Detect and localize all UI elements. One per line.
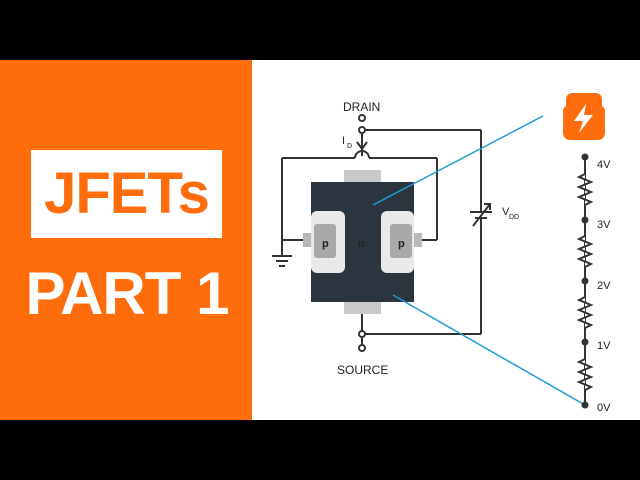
source-lead (358, 314, 481, 352)
ground-icon (272, 255, 292, 267)
jfet-diagram: p n p DRAIN SOURCE I D V DD (272, 93, 611, 414)
subtitle: PART 1 (25, 260, 230, 327)
jfet-device: p n p (303, 170, 422, 314)
drain-contact (344, 170, 381, 182)
title-panel: JFETs PART 1 (0, 60, 252, 420)
drain-lead (358, 114, 481, 180)
supply-label: V (502, 206, 510, 218)
gate-left-label: p (322, 238, 329, 250)
voltage-label-1v: 1V (597, 340, 611, 352)
drain-label: DRAIN (343, 100, 380, 114)
current-label: I (342, 135, 345, 147)
source-label: SOURCE (337, 363, 388, 377)
video-thumbnail: JFETs PART 1 (0, 60, 640, 420)
current-label-subscript: D (347, 143, 352, 150)
lightning-bolt-icon (563, 93, 605, 140)
voltage-label-0v: 0V (597, 402, 611, 414)
variable-battery-icon (470, 130, 492, 334)
voltage-scale-labels: 4V 3V 2V 1V 0V (597, 159, 611, 414)
zoom-lines (372, 115, 586, 406)
resistor-icon (576, 173, 594, 391)
supply-label-subscript: DD (509, 214, 519, 221)
title: JFETs (44, 161, 210, 226)
current-arrow-icon (356, 141, 368, 151)
channel-label: n (358, 238, 365, 250)
voltage-label-4v: 4V (597, 159, 611, 171)
gate-right-label: p (398, 238, 405, 250)
voltage-label-3v: 3V (597, 219, 611, 231)
source-contact (344, 302, 381, 314)
title-badge: JFETs (31, 150, 222, 238)
voltage-label-2v: 2V (597, 280, 611, 292)
